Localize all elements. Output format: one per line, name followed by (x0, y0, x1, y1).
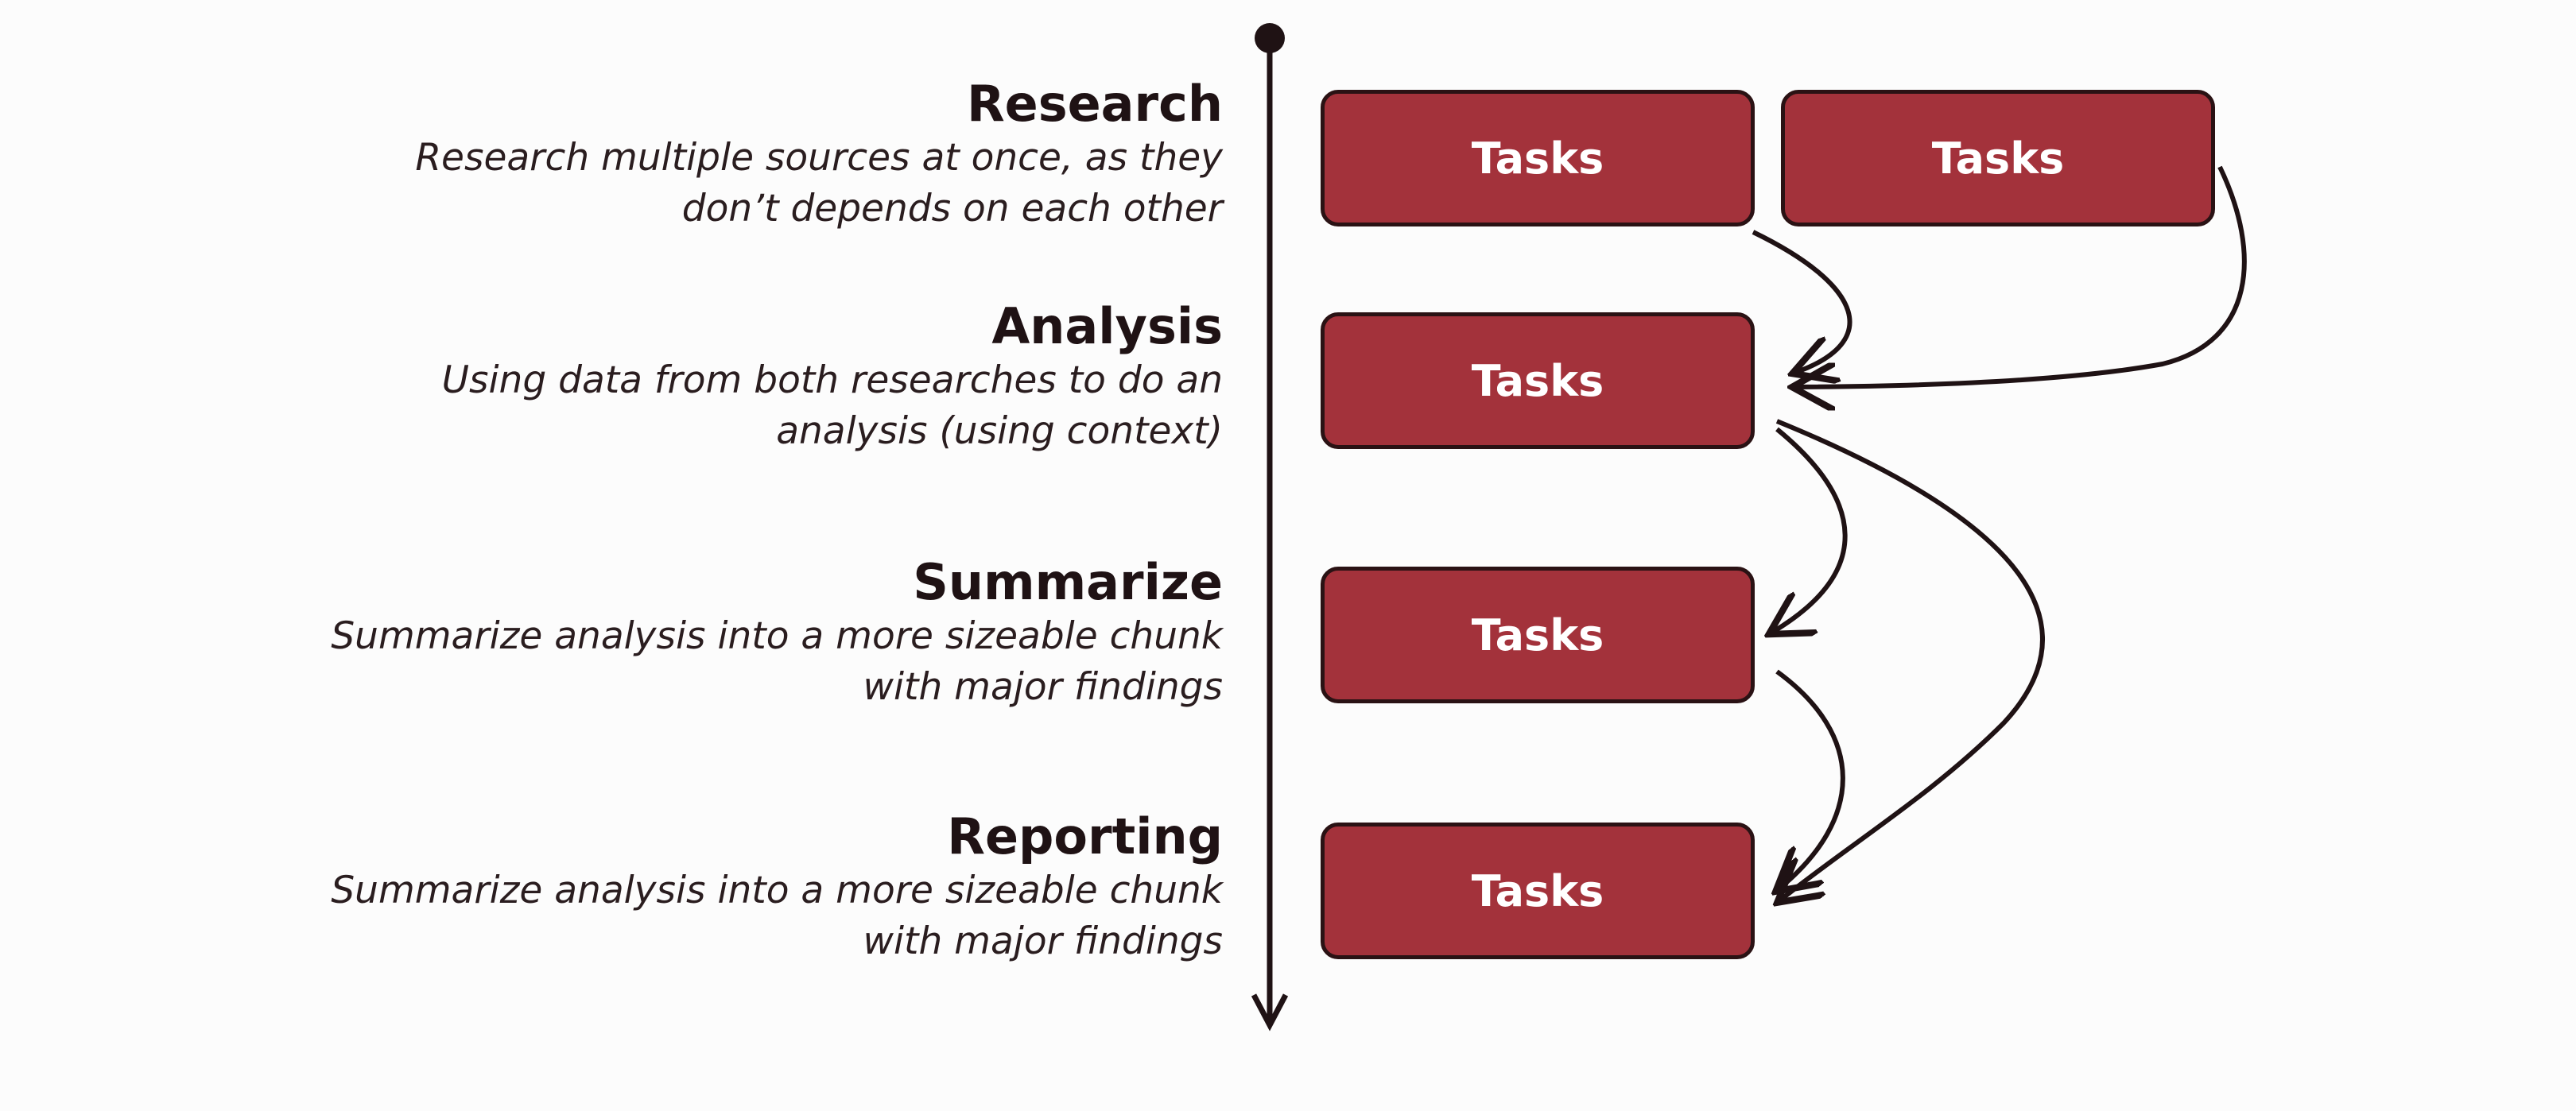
stage-desc-reporting-line1: Summarize analysis into a more sizeable … (331, 869, 1223, 912)
task-box-research-a[interactable]: Tasks (1321, 90, 1755, 226)
stage-analysis: Analysis Using data from both researches… (110, 298, 1223, 457)
arrow-summarize-to-reporting (1777, 669, 1845, 888)
stage-desc-summarize-line2: with major findings (863, 665, 1223, 709)
task-box-summarize[interactable]: Tasks (1321, 567, 1755, 703)
stage-research: Research Research multiple sources at on… (110, 75, 1223, 234)
arrow-analysis-to-summarize (1773, 427, 1848, 632)
task-box-reporting[interactable]: Tasks (1321, 823, 1755, 959)
arrow-research-a-to-analysis (1752, 230, 1852, 372)
stage-reporting: Reporting Summarize analysis into a more… (110, 808, 1223, 967)
timeline-start-dot (1255, 23, 1285, 53)
arrow-analysis-to-reporting (1777, 419, 2045, 900)
stage-title-summarize: Summarize (913, 553, 1223, 611)
stage-summarize: Summarize Summarize analysis into a more… (110, 554, 1223, 713)
stage-desc-research-line1: Research multiple sources at once, as th… (415, 136, 1223, 180)
stage-title-research: Research (966, 75, 1223, 133)
task-box-research-b[interactable]: Tasks (1781, 90, 2215, 226)
stage-desc-analysis-line1: Using data from both researches to do an (441, 358, 1223, 402)
stage-desc-summarize-line1: Summarize analysis into a more sizeable … (331, 614, 1223, 658)
stage-desc-research-line2: don’t depends on each other (681, 187, 1223, 230)
timeline-arrowhead-icon (1251, 993, 1289, 1032)
task-box-analysis[interactable]: Tasks (1321, 312, 1755, 449)
stage-title-analysis: Analysis (991, 297, 1223, 355)
stage-desc-analysis-line2: analysis (using context) (776, 409, 1223, 453)
stage-title-reporting: Reporting (947, 807, 1223, 865)
stage-desc-reporting-line2: with major findings (863, 919, 1223, 963)
